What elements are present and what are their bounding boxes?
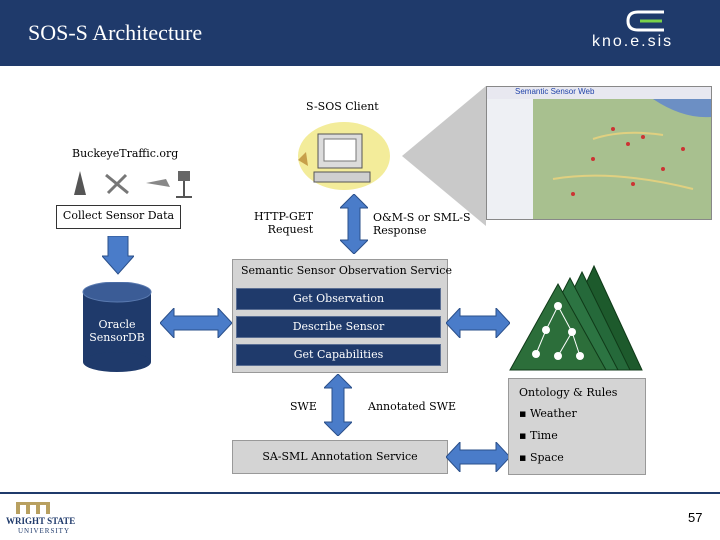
down-arrow-collect (102, 236, 134, 275)
map-title: Semantic Sensor Web (487, 87, 711, 99)
annotation-ontology-double-arrow (446, 442, 510, 472)
map-area (533, 99, 711, 219)
ontology-item-weather: ▪ Weather (519, 407, 577, 420)
get-observation-button[interactable]: Get Observation (236, 288, 441, 310)
vertical-double-arrow-client (340, 194, 368, 254)
wright-state-logo (16, 502, 50, 514)
annotated-swe-label: Annotated SWE (368, 400, 457, 413)
response-label: O&M-S or SML-S Response (373, 211, 471, 237)
annotation-service-label: SA-SML Annotation Service (262, 450, 418, 463)
ontology-rules-box (508, 378, 646, 475)
buckeye-label: BuckeyeTraffic.org (72, 147, 179, 160)
service-ontology-double-arrow (446, 308, 510, 338)
client-label: S-SOS Client (306, 100, 379, 113)
collect-sensor-data-box: Collect Sensor Data (56, 205, 181, 229)
zoom-pointer-shape (402, 86, 486, 226)
computer-client-icon (298, 122, 390, 190)
oracle-db-label: Oracle SensorDB (89, 318, 145, 344)
swe-label: SWE (290, 400, 317, 413)
sensor-web-map: Semantic Sensor Web (486, 86, 712, 220)
page-number: 57 (688, 510, 703, 525)
map-side-panel (487, 99, 534, 219)
annotation-service-box: SA-SML Annotation Service (232, 440, 448, 474)
slide-title: SOS-S Architecture (28, 20, 203, 45)
describe-sensor-button[interactable]: Describe Sensor (236, 316, 441, 338)
vertical-double-arrow-annotation (324, 374, 352, 436)
knoesis-logo-text: kno.e.sis (592, 33, 674, 50)
ontology-title: Ontology & Rules (519, 386, 618, 399)
knoesis-logo-icon (626, 10, 664, 32)
sensor-devices-icon (74, 171, 192, 198)
footer-divider (0, 492, 720, 494)
ontology-item-time: ▪ Time (519, 429, 558, 442)
db-service-double-arrow (160, 308, 232, 338)
sos-service-title: Semantic Sensor Observation Service (241, 264, 452, 277)
university-sub: UNIVERSITY (18, 527, 70, 535)
http-get-label: HTTP-GET Request (254, 210, 314, 236)
collect-sensor-data-label: Collect Sensor Data (62, 209, 175, 222)
university-name: WRIGHT STATE (6, 516, 76, 526)
ontology-item-weather-label: Weather (529, 407, 577, 420)
oracle-db-cylinder (82, 282, 152, 372)
ontology-item-space-label: Space (529, 451, 564, 464)
ontology-item-time-label: Time (529, 429, 558, 442)
ontology-graph-icon (509, 264, 643, 371)
get-capabilities-button[interactable]: Get Capabilities (236, 344, 441, 366)
header-bar (0, 0, 720, 66)
ontology-item-space: ▪ Space (519, 451, 564, 464)
